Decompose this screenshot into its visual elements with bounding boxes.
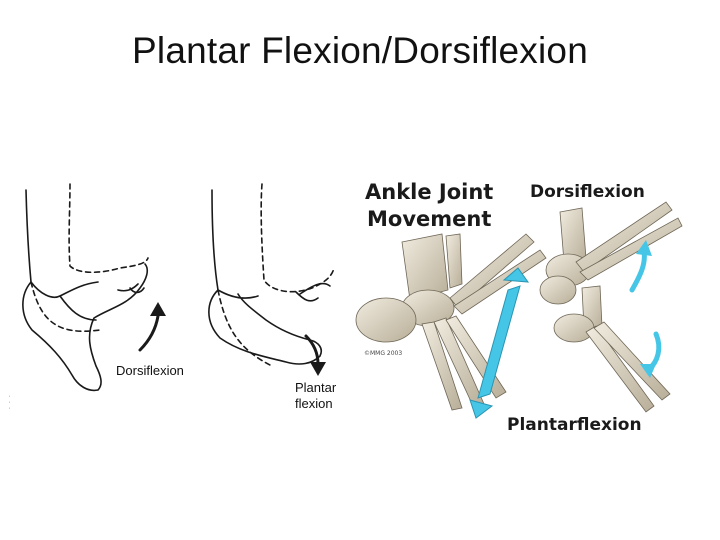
- dorsiflexion-cyan-arrow: [632, 252, 644, 290]
- copyright-text: ©MMG 2003: [364, 350, 402, 357]
- plantarflexion-label-right: Plantarflexion: [507, 415, 642, 435]
- plantarflexed-foot: [209, 190, 321, 364]
- dorsiflexion-arrow: [140, 316, 158, 350]
- plantar-label-line2: flexion: [295, 396, 333, 411]
- slide-title: Plantar Flexion/Dorsiflexion: [0, 30, 720, 72]
- edge-mark: · · ·: [8, 394, 14, 420]
- dorsiflexion-label-left: Dorsiflexion: [116, 363, 184, 378]
- line-drawing-figure: · · · Dorsiflexion Plantar flexion: [0, 170, 350, 430]
- plantar-label-line1: Plantar: [295, 380, 336, 395]
- dorsiflexion-label-right: Dorsiflexion: [530, 182, 645, 202]
- ankle-heading-line1: Ankle Joint: [365, 180, 493, 204]
- ankle-heading-line2: Movement: [367, 207, 491, 231]
- ankle-skeleton-figure: Ankle Joint Movement Dorsiflexion Planta…: [350, 172, 696, 442]
